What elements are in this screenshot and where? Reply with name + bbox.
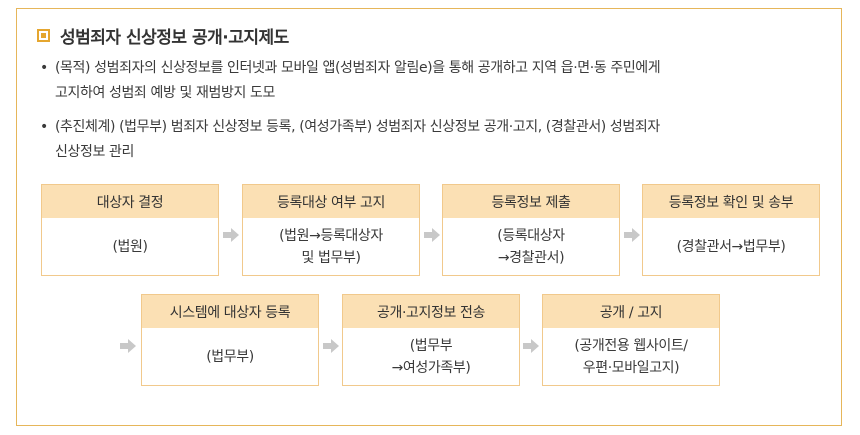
bullet-dot: • <box>40 119 48 135</box>
flow-step-body-line: (경찰관서→법무부) <box>676 238 786 255</box>
bullet-text-line: (목적) 성범죄자의 신상정보를 인터넷과 모바일 앱(성범죄자 알림e)을 통… <box>55 60 661 76</box>
arrow-right-icon <box>424 228 440 242</box>
arrow-right-icon <box>624 228 640 242</box>
flow-step-disclose-notify: 공개 / 고지 (공개전용 웹사이트/우편·모바일고지) <box>542 294 720 386</box>
bullet-text-line: 신상정보 관리 <box>55 144 134 160</box>
arrow-right-icon <box>223 228 239 242</box>
bullet-purpose: • (목적) 성범죄자의 신상정보를 인터넷과 모바일 앱(성범죄자 알림e)을… <box>40 56 800 106</box>
flow-step-header: 등록정보 확인 및 송부 <box>643 185 819 218</box>
flow-step-body-line: →경찰관서) <box>497 249 565 266</box>
flow-step-body: (경찰관서→법무부) <box>643 218 819 275</box>
bullet-system: • (추진체계) (법무부) 범죄자 신상정보 등록, (여성가족부) 성범죄자… <box>40 115 800 165</box>
flow-step-body-line: (공개전용 웹사이트/ <box>574 337 688 354</box>
square-bullet-icon <box>37 29 50 42</box>
flow-step-header: 대상자 결정 <box>42 185 218 218</box>
flow-step-body-line: (법무부 <box>409 337 453 354</box>
flow-step-body-line: (등록대상자 <box>497 227 565 244</box>
flow-step-header: 공개·고지정보 전송 <box>343 295 519 328</box>
flow-step-body: (법원) <box>42 218 218 275</box>
flow-step-body-line: (법원→등록대상자 <box>279 227 383 244</box>
flow-step-header: 공개 / 고지 <box>543 295 719 328</box>
section-title: 성범죄자 신상정보 공개·고지제도 <box>60 28 289 48</box>
flow-step-header: 시스템에 대상자 등록 <box>142 295 318 328</box>
flow-step-submit-info: 등록정보 제출 (등록대상자 →경찰관서) <box>442 184 620 276</box>
flow-step-header: 등록대상 여부 고지 <box>243 185 419 218</box>
flow-step-body-line: →여성가족부) <box>391 359 471 376</box>
flow-step-transmit-info: 공개·고지정보 전송 (법무부 →여성가족부) <box>342 294 520 386</box>
arrow-right-icon <box>523 339 539 353</box>
flow-step-body-line: (법무부) <box>206 348 254 365</box>
bullet-text-line: 고지하여 성범죄 예방 및 재범방지 도모 <box>55 85 275 101</box>
flow-step-body-line: (법원) <box>112 238 148 255</box>
flow-step-body: (등록대상자 →경찰관서) <box>443 218 619 275</box>
flow-step-header: 등록정보 제출 <box>443 185 619 218</box>
flow-step-body-line: 우편·모바일고지) <box>582 359 680 376</box>
flow-step-body: (법무부 →여성가족부) <box>343 328 519 385</box>
bullet-text-line: (추진체계) (법무부) 범죄자 신상정보 등록, (여성가족부) 성범죄자 신… <box>55 119 660 135</box>
section-title-row: 성범죄자 신상정보 공개·고지제도 <box>37 23 289 48</box>
flow-step-body: (법무부) <box>142 328 318 385</box>
arrow-right-icon <box>323 339 339 353</box>
flow-step-body: (공개전용 웹사이트/우편·모바일고지) <box>543 328 719 385</box>
flow-step-decide: 대상자 결정 (법원) <box>41 184 219 276</box>
flow-step-verify-send: 등록정보 확인 및 송부 (경찰관서→법무부) <box>642 184 820 276</box>
flow-step-system-register: 시스템에 대상자 등록 (법무부) <box>141 294 319 386</box>
arrow-right-icon <box>120 339 136 353</box>
content-frame <box>16 8 842 426</box>
flow-step-body-line: 및 법무부) <box>301 249 361 266</box>
bullet-dot: • <box>40 60 48 76</box>
